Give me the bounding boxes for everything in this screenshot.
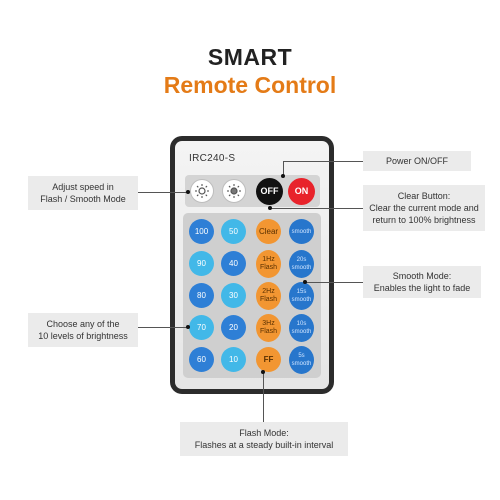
callout-text: Flashes at a steady built-in interval	[194, 440, 334, 450]
speed-up-button[interactable]	[222, 179, 246, 203]
leader-line	[270, 208, 363, 209]
callout-text: Flash Mode:	[239, 428, 289, 438]
key-label: 30	[229, 290, 238, 300]
smooth-button[interactable]: smooth	[289, 219, 314, 244]
brightness-80-button[interactable]: 80	[189, 283, 214, 308]
model-label: IRC240-S	[189, 153, 236, 164]
top-button-row: OFF ON	[185, 175, 320, 207]
brightness-90-button[interactable]: 90	[189, 251, 214, 276]
key-label: 10	[229, 354, 238, 364]
leader-dot	[281, 174, 285, 178]
key-label: 100	[194, 226, 209, 236]
callout-flash: Flash Mode: Flashes at a steady built-in…	[180, 422, 348, 456]
brightness-70-button[interactable]: 70	[189, 315, 214, 340]
brightness-100-button[interactable]: 100	[189, 219, 214, 244]
callout-text: Clear the current mode and	[369, 203, 479, 213]
key-label: 60	[197, 354, 206, 364]
leader-line	[305, 282, 363, 283]
brightness-50-button[interactable]: 50	[221, 219, 246, 244]
callout-text: Clear Button:	[397, 191, 451, 201]
callout-text: 10 levels of brightness	[38, 331, 128, 341]
sun-small-icon	[195, 184, 209, 198]
title-smart: SMART	[207, 44, 293, 70]
leader-dot	[186, 190, 190, 194]
leader-dot	[261, 370, 265, 374]
flash-ff-button[interactable]: FF	[256, 347, 281, 372]
leader-line	[283, 161, 284, 176]
sun-large-icon	[227, 184, 241, 198]
brightness-10-button[interactable]: 10	[221, 347, 246, 372]
leader-dot	[268, 206, 272, 210]
remote-face: IRC240-S	[175, 141, 329, 389]
brightness-40-button[interactable]: 40	[221, 251, 246, 276]
callout-power: Power ON/OFF	[363, 151, 471, 171]
key-label: 90	[197, 258, 206, 268]
callout-brightness: Choose any of the 10 levels of brightnes…	[28, 313, 138, 347]
leader-line	[283, 161, 363, 162]
title-remote-control: Remote Control	[163, 72, 337, 98]
callout-text: Power ON/OFF	[385, 156, 448, 166]
key-label: smooth	[291, 228, 312, 235]
key-label: Clear	[258, 226, 279, 236]
clear-button[interactable]: Clear	[256, 219, 281, 244]
callout-smooth: Smooth Mode: Enables the light to fade	[363, 266, 481, 298]
key-label: FF	[263, 354, 274, 364]
brightness-20-button[interactable]: 20	[221, 315, 246, 340]
callout-text: Choose any of the	[46, 319, 120, 329]
key-label: 80	[197, 290, 206, 300]
leader-line	[263, 372, 264, 422]
power-off-button[interactable]: OFF	[256, 178, 283, 205]
key-label: 70	[197, 322, 206, 332]
callout-text: Adjust speed in	[52, 182, 114, 192]
remote-control: IRC240-S	[170, 136, 334, 394]
callout-text: Flash / Smooth Mode	[40, 194, 126, 204]
brightness-30-button[interactable]: 30	[221, 283, 246, 308]
key-label: 40	[229, 258, 238, 268]
leader-dot	[186, 325, 190, 329]
brightness-60-button[interactable]: 60	[189, 347, 214, 372]
key-label: 50	[229, 226, 238, 236]
speed-down-button[interactable]	[190, 179, 214, 203]
leader-dot	[303, 280, 307, 284]
key-panel: 100 90 80 70 60 50 40 30 20 10 Clear 1Hz…	[183, 213, 321, 378]
callout-speed: Adjust speed in Flash / Smooth Mode	[28, 176, 138, 210]
callout-clear: Clear Button: Clear the current mode and…	[363, 185, 485, 231]
leader-line	[138, 192, 187, 193]
callout-text: Enables the light to fade	[373, 283, 471, 293]
leader-line	[138, 327, 188, 328]
key-label: 20	[229, 322, 238, 332]
power-on-button[interactable]: ON	[288, 178, 315, 205]
callout-text: return to 100% brightness	[372, 215, 476, 225]
callout-text: Smooth Mode:	[392, 271, 452, 281]
